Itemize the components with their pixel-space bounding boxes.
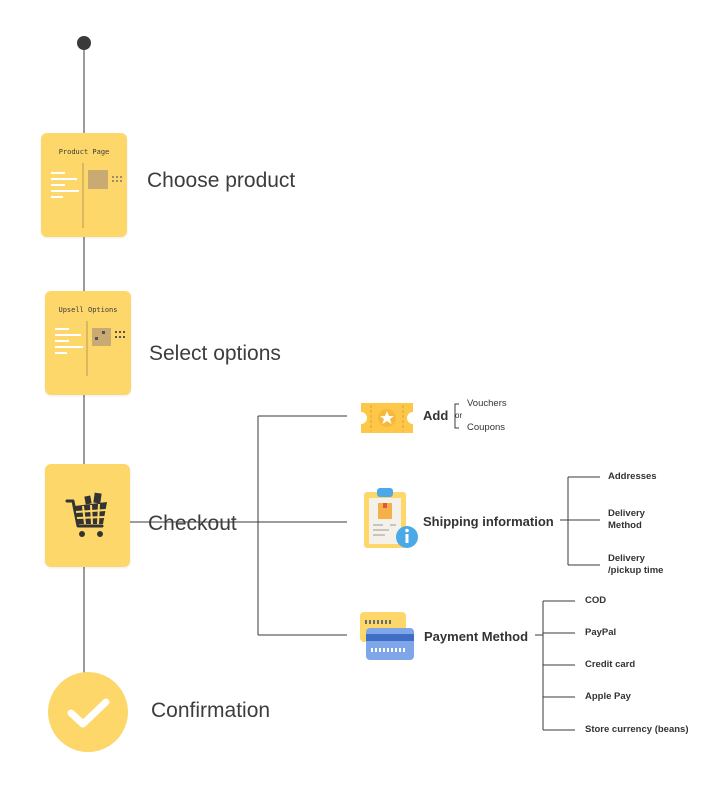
confirmation-badge xyxy=(48,672,128,752)
product-page-wireframe-icon xyxy=(51,163,122,228)
card-title: Upsell Options xyxy=(58,306,118,314)
shipping-item-addresses: Addresses xyxy=(608,471,657,482)
upsell-options-card: Upsell Options xyxy=(45,291,131,395)
product-page-card: Product Page xyxy=(41,133,127,237)
clipboard-info-icon xyxy=(364,488,418,548)
start-dot xyxy=(77,36,91,50)
checkout-card xyxy=(45,464,130,567)
add-option-vouchers: Vouchers xyxy=(467,398,507,409)
add-option-coupons: Coupons xyxy=(467,422,506,433)
or-label: or xyxy=(455,411,463,420)
payment-method-label: Payment Method xyxy=(424,629,529,644)
shipping-item-delivery-method: Delivery Method xyxy=(608,508,645,531)
add-label: Add xyxy=(423,408,449,423)
step-label-checkout: Checkout xyxy=(148,512,237,535)
payment-item-store-currency: Store currency (beans) xyxy=(585,724,689,735)
credit-cards-icon xyxy=(360,612,414,660)
checkmark-icon xyxy=(67,698,110,728)
shipping-information-label: Shipping information xyxy=(423,514,554,529)
shipping-item-delivery-time: Delivery /pickup time xyxy=(608,553,664,576)
step-label-confirmation: Confirmation xyxy=(151,699,271,722)
payment-item-cod: COD xyxy=(585,595,607,606)
payment-item-credit-card: Credit card xyxy=(585,659,636,670)
upsell-options-wireframe-icon xyxy=(55,321,125,376)
payment-item-apple-pay: Apple Pay xyxy=(585,691,631,702)
step-label-choose-product: Choose product xyxy=(147,169,296,192)
ticket-star-icon xyxy=(361,403,413,433)
shopping-cart-icon xyxy=(65,492,107,537)
payment-item-paypal: PayPal xyxy=(585,627,617,638)
card-title: Product Page xyxy=(58,148,110,156)
step-label-select-options: Select options xyxy=(149,342,281,365)
